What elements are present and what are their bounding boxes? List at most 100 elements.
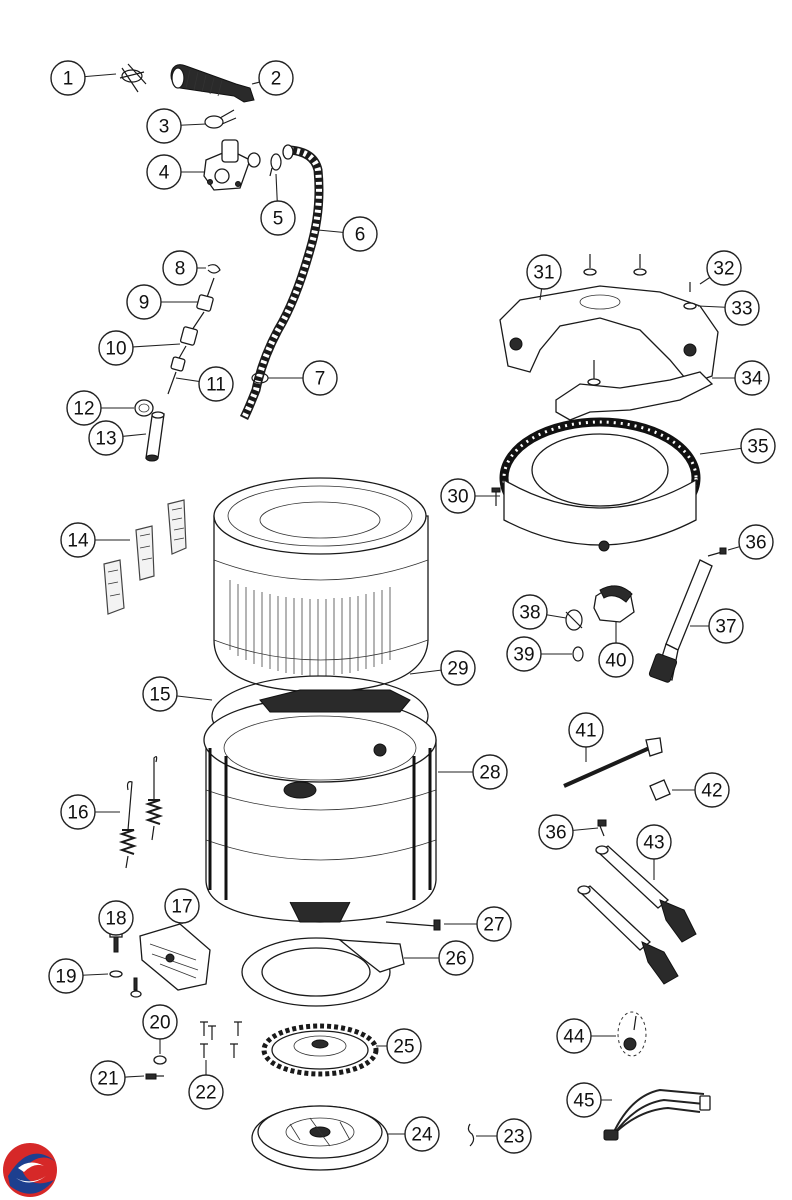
part-bolt	[385, 919, 441, 931]
callout-label: 42	[701, 781, 722, 802]
callout-label: 29	[447, 659, 468, 680]
callout-label: 21	[97, 1069, 118, 1090]
part-motor-bracket	[139, 923, 211, 991]
callout-label: 15	[149, 685, 170, 706]
callout-circle	[440, 650, 476, 686]
part-rotor	[251, 1105, 389, 1171]
callout-circle	[568, 712, 604, 748]
callout-circle	[740, 428, 776, 464]
part-water-inlet-valve	[203, 139, 261, 191]
callout-label: 13	[95, 429, 116, 450]
callout-circle	[126, 284, 162, 320]
callout-circle	[198, 366, 234, 402]
callout-label: 16	[67, 803, 88, 824]
callout-label: 3	[159, 117, 170, 138]
callout-label: 34	[741, 369, 763, 390]
callout-circle	[258, 60, 294, 96]
part-drawings	[103, 63, 727, 1171]
callout-label: 11	[206, 375, 226, 396]
callout-label: 2	[271, 69, 282, 90]
part-screw	[491, 487, 501, 506]
callout-circle	[90, 1060, 126, 1096]
callout-21: 21	[90, 1060, 126, 1096]
part-screw-washer	[145, 1055, 167, 1080]
callout-circle	[66, 390, 102, 426]
callout-circle	[734, 360, 770, 396]
callout-34: 34	[734, 360, 770, 396]
part-bolt-lower	[597, 819, 607, 837]
part-pressure-hose	[167, 277, 215, 395]
callout-37: 37	[708, 608, 744, 644]
callout-circle	[438, 940, 474, 976]
callout-30: 30	[440, 478, 476, 514]
callout-circle	[440, 478, 476, 514]
callout-circle	[556, 1018, 592, 1054]
callout-circle	[706, 250, 742, 286]
part-air-dome	[145, 411, 165, 462]
part-hose-clip	[204, 109, 237, 129]
callout-circle	[708, 608, 744, 644]
part-drain-rod	[563, 737, 663, 788]
callout-8: 8	[162, 250, 198, 286]
part-clip	[207, 264, 221, 274]
part-bearing-bracket	[241, 937, 405, 1007]
callout-6: 6	[342, 216, 378, 252]
callout-31: 31	[526, 254, 562, 290]
callout-19: 19	[48, 958, 84, 994]
part-wire-harness	[603, 1088, 711, 1141]
callout-15: 15	[142, 676, 178, 712]
callout-circle	[342, 216, 378, 252]
callout-circle	[50, 60, 86, 96]
callout-label: 41	[575, 721, 596, 742]
callout-label: 39	[513, 645, 534, 666]
callout-label: 20	[149, 1013, 170, 1034]
callout-circle	[164, 888, 200, 924]
part-bolt-washer	[109, 931, 142, 998]
callout-3: 3	[146, 108, 182, 144]
callout-27: 27	[476, 906, 512, 942]
callout-circle	[162, 250, 198, 286]
callout-label: 5	[273, 209, 284, 230]
callout-circle	[738, 524, 774, 560]
callout-circle	[188, 1074, 224, 1110]
callout-label: 25	[393, 1037, 414, 1058]
callout-label: 35	[747, 437, 768, 458]
callout-circle	[60, 522, 96, 558]
callout-label: 9	[139, 293, 150, 314]
callout-label: 24	[411, 1125, 433, 1146]
callout-circle	[566, 1082, 602, 1118]
callout-circle	[98, 900, 134, 936]
callout-10: 10	[98, 330, 134, 366]
part-drain-boot	[593, 585, 635, 623]
part-shock-absorbers	[577, 845, 697, 985]
callout-label: 1	[63, 69, 74, 90]
callout-circle	[142, 1004, 178, 1040]
part-screws	[200, 1021, 242, 1058]
callout-17: 17	[164, 888, 200, 924]
part-agitator-vanes	[103, 499, 187, 615]
callout-label: 36	[545, 823, 566, 844]
part-clip-42	[649, 779, 671, 801]
callout-9: 9	[126, 284, 162, 320]
callout-29: 29	[440, 650, 476, 686]
callout-label: 17	[171, 897, 192, 918]
callout-14: 14	[60, 522, 96, 558]
callout-circle	[146, 154, 182, 190]
callout-label: 28	[479, 763, 500, 784]
callout-label: 31	[533, 263, 554, 284]
callout-circle	[404, 1116, 440, 1152]
callout-label: 23	[503, 1127, 524, 1148]
callout-circle	[60, 794, 96, 830]
callout-label: 33	[731, 299, 752, 320]
callout-36a: 36	[738, 524, 774, 560]
callout-11: 11	[198, 366, 234, 402]
callout-5: 5	[260, 200, 296, 236]
callout-label: 8	[175, 259, 186, 280]
callout-33: 33	[724, 290, 760, 326]
callout-label: 12	[73, 399, 94, 420]
callout-label: 30	[447, 487, 468, 508]
callout-16: 16	[60, 794, 96, 830]
callout-36b: 36	[538, 814, 574, 850]
part-drain-hose	[170, 64, 255, 103]
